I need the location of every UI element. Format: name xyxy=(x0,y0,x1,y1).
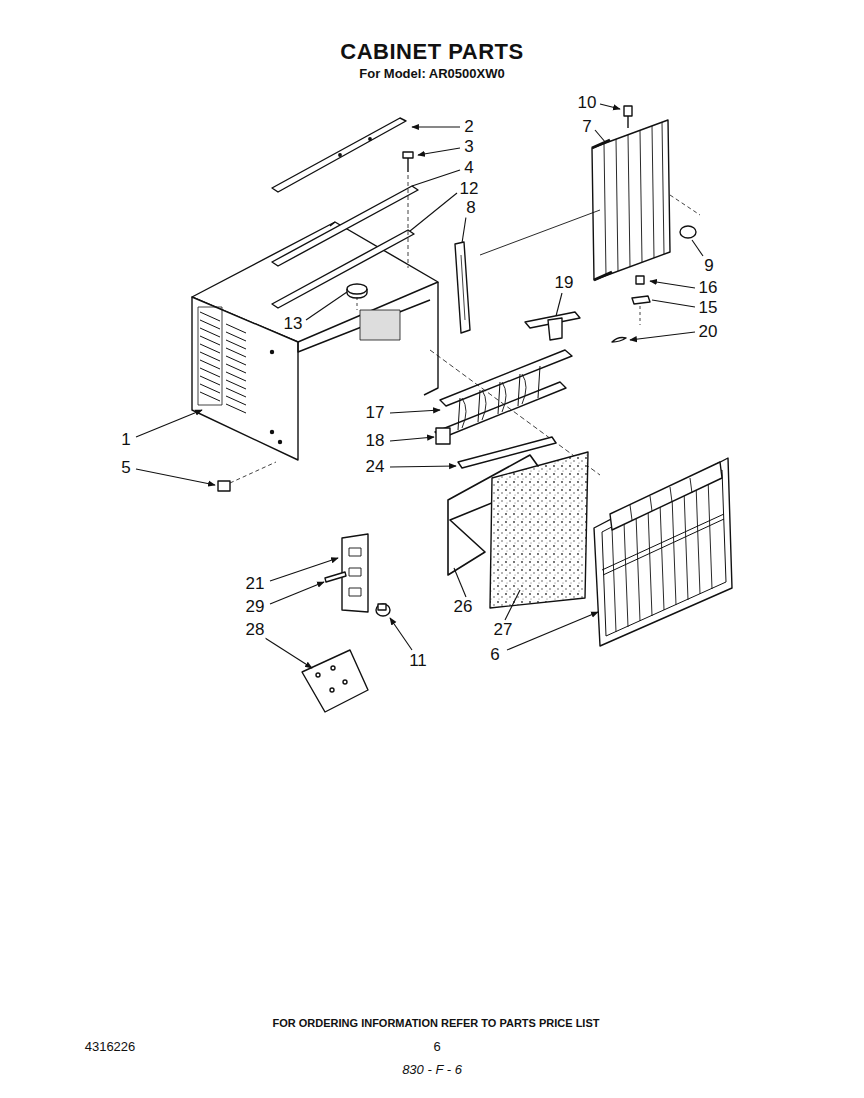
callout-number: 16 xyxy=(698,279,719,298)
callout-number: 17 xyxy=(365,404,386,423)
page-note: 830 - F - 6 xyxy=(402,1063,462,1077)
callout-number: 5 xyxy=(120,459,131,478)
callout-number: 26 xyxy=(453,598,474,617)
cabinet xyxy=(192,222,438,460)
callout-number: 12 xyxy=(459,180,480,199)
louver-assembly xyxy=(435,350,572,444)
page-note: FOR ORDERING INFORMATION REFER TO PARTS … xyxy=(273,1017,600,1029)
callout-number: 20 xyxy=(698,323,719,342)
callout-number: 4 xyxy=(463,159,474,178)
page-note: 6 xyxy=(433,1040,440,1054)
callout-number: 21 xyxy=(245,575,266,594)
page-title: CABINET PARTS xyxy=(340,40,523,64)
callout-number: 3 xyxy=(463,138,474,157)
callout-number: 13 xyxy=(283,315,304,334)
page-note: 4316226 xyxy=(85,1040,136,1054)
callout-number: 27 xyxy=(493,621,514,640)
callout-number: 9 xyxy=(703,257,714,276)
callout-number: 6 xyxy=(489,646,500,665)
callout-number: 10 xyxy=(577,94,598,113)
rail xyxy=(272,118,406,192)
callout-number: 24 xyxy=(365,458,386,477)
callout-number: 29 xyxy=(245,598,266,617)
callout-number: 19 xyxy=(554,274,575,293)
front-grille xyxy=(594,458,732,646)
rear-panel xyxy=(480,120,700,280)
leader-lines xyxy=(136,104,703,668)
callout-number: 11 xyxy=(408,652,428,671)
callout-number: 15 xyxy=(698,299,719,318)
callout-number: 8 xyxy=(465,199,476,218)
callout-number: 1 xyxy=(120,431,131,450)
page-note: For Model: AR0500XW0 xyxy=(359,67,504,81)
callout-number: 7 xyxy=(581,118,592,137)
callout-number: 2 xyxy=(463,118,474,137)
callout-number: 28 xyxy=(245,621,266,640)
screw xyxy=(403,152,413,172)
callout-number: 18 xyxy=(365,432,386,451)
